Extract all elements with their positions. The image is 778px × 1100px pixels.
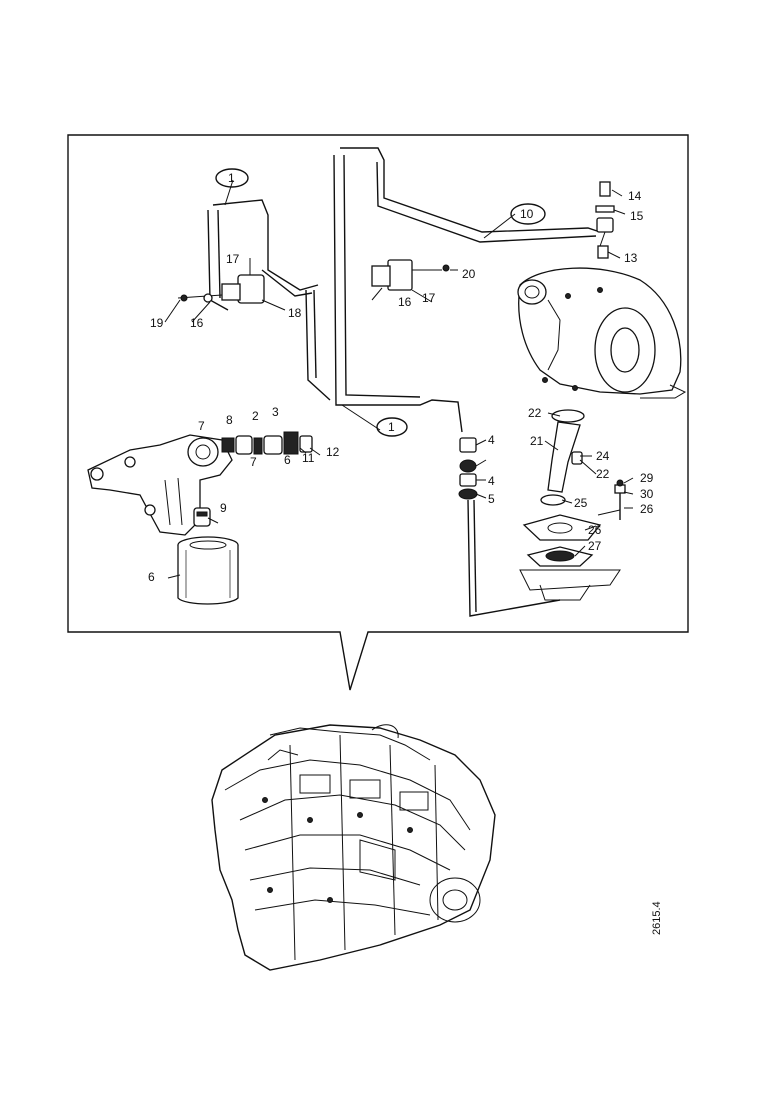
callout-10: 10	[510, 203, 546, 225]
oil-pipe-main	[305, 147, 601, 433]
callout-2: 2	[252, 409, 259, 423]
callout-16-left: 16	[190, 316, 204, 330]
oil-filter	[177, 536, 239, 605]
callout-26-b: 26	[640, 502, 654, 516]
callout-13: 13	[624, 251, 638, 265]
callout-16-right: 16	[398, 295, 412, 309]
leader-lines	[164, 179, 634, 579]
turbocharger	[517, 267, 687, 399]
callout-21: 21	[530, 434, 544, 448]
fitting-stack	[458, 437, 478, 500]
flange-plate	[519, 479, 626, 601]
banjo-bolt-turbo	[595, 181, 615, 259]
callout-11: 11	[302, 451, 315, 465]
callout-27: 27	[588, 539, 602, 553]
callout-17-left: 17	[226, 252, 240, 266]
callout-label: 10	[520, 207, 534, 221]
filter-union	[193, 507, 211, 527]
callout-26-a: 26	[588, 523, 602, 537]
callout-label: 1	[388, 420, 395, 434]
return-elbow	[540, 409, 585, 506]
union-fittings	[221, 431, 313, 455]
callout-8: 8	[226, 413, 233, 427]
callout-7-lower: 7	[250, 455, 257, 469]
pipe-clamp-center	[371, 259, 450, 291]
callout-4-upper: 4	[488, 433, 495, 447]
figure-code: 2615.4	[651, 901, 663, 935]
callout-29: 29	[640, 471, 654, 485]
callout-22-top: 22	[528, 406, 542, 420]
callout-1-bottom: 1	[376, 417, 408, 437]
callout-25: 25	[574, 496, 588, 510]
callout-6-union: 6	[284, 453, 291, 467]
callout-19: 19	[150, 316, 164, 330]
callout-3: 3	[272, 405, 279, 419]
callout-30: 30	[640, 487, 654, 501]
callout-18: 18	[288, 306, 302, 320]
callout-4: 4	[488, 474, 495, 488]
oil-pipe-return	[467, 499, 561, 617]
engine-overview	[211, 724, 496, 971]
callout-6-filter: 6	[148, 570, 155, 584]
callout-17-right: 17	[422, 291, 436, 305]
pipe-clamp-left	[177, 274, 265, 304]
callout-22-mid: 22	[596, 467, 610, 481]
callout-15: 15	[630, 209, 644, 223]
callout-5: 5	[488, 492, 495, 506]
callout-24: 24	[596, 449, 610, 463]
callout-9: 9	[220, 501, 227, 515]
callout-1-top: 1	[215, 168, 249, 188]
detail-frame	[67, 134, 689, 691]
callout-14: 14	[628, 189, 642, 203]
callout-7-upper: 7	[198, 419, 205, 433]
callout-20: 20	[462, 267, 476, 281]
callout-12: 12	[326, 445, 340, 459]
callout-label: 1	[228, 171, 235, 185]
